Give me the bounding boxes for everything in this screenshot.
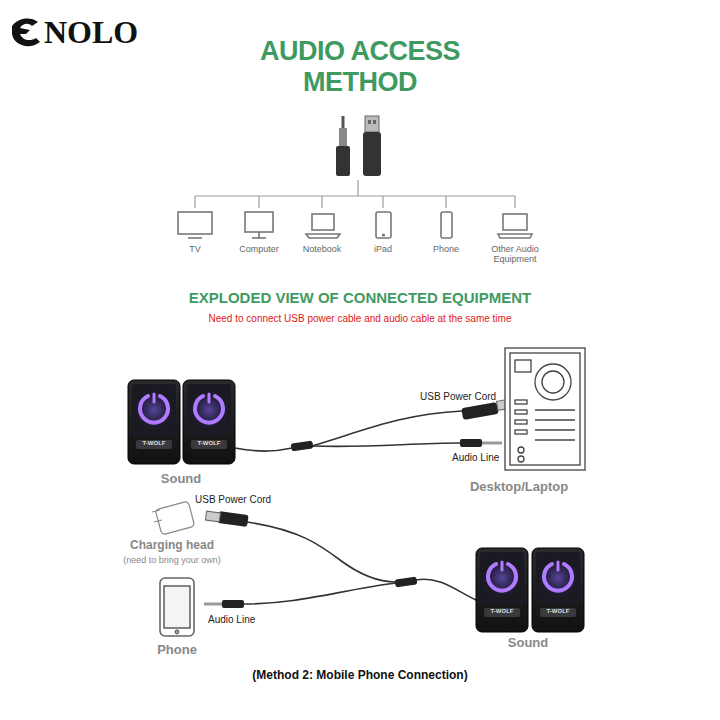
cable-label: USB Power Cord [420,391,496,403]
note: Need to connect USB power cable and audi… [209,313,512,325]
desktop-tower [505,348,585,470]
cable-label: Audio Line [208,614,255,626]
brand-badge: T-WOLF [547,608,570,615]
section-heading: EXPLODED VIEW OF CONNECTED EQUIPMENT [189,289,532,306]
note: (need to bring your own) [123,555,221,565]
caption: (Method 2: Mobile Phone Connection) [252,669,467,683]
device-icons [178,212,532,238]
device-label: Phone [433,244,459,254]
part-label: Desktop/Laptop [470,480,568,495]
title: AUDIO ACCESS METHOD [245,36,475,98]
logo-mark [12,19,40,47]
logo-text: NOLO [44,14,138,51]
brand-badge: T-WOLF [198,440,221,447]
device-label: Notebook [303,244,342,254]
plug-icons [336,116,381,176]
brand-badge: T-WOLF [491,608,514,615]
charging-head [152,501,195,535]
cables [235,411,462,451]
brand-badge: T-WOLF [143,440,166,447]
part-label: Sound [508,636,548,651]
part-label: Sound [161,472,201,487]
device-label: iPad [374,244,392,254]
cable-label: Audio Line [452,452,499,464]
device-label: Computer [239,244,279,254]
phone [160,578,194,636]
part-label: Charging head [130,539,214,553]
device-label: Other Audio Equipment [483,244,547,265]
device-label: TV [189,244,201,254]
cable-label: USB Power Cord [195,494,271,506]
part-label: Phone [157,643,197,658]
tree-lines [195,180,515,208]
cables [244,522,476,604]
